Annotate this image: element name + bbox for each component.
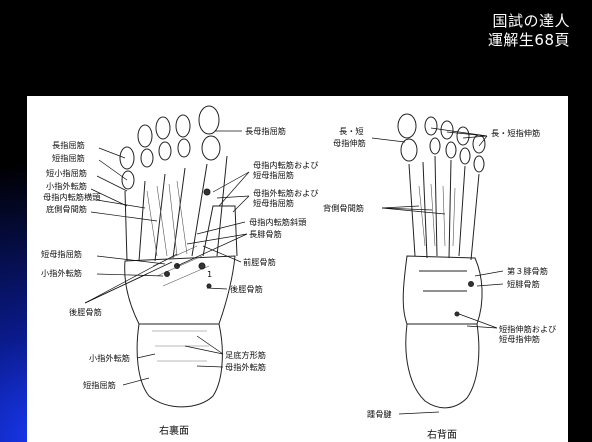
- label-abd-hallucis: 母指外転筋: [225, 362, 266, 372]
- label-adm-bottom: 小指外転筋: [89, 353, 130, 363]
- label-abd-fhb-1: 母指外転筋および: [253, 188, 319, 198]
- label-add-fhb-1: 母指内転筋および: [253, 160, 319, 170]
- foot-diagram-svg: 長母指屈筋 長指屈筋 短指屈筋 短小指屈筋 小指外転筋 母指内転筋横頭 底側骨間…: [41, 105, 556, 441]
- label-adm-top: 小指外転筋: [46, 181, 87, 191]
- plantar-foot-drawing: [119, 105, 238, 408]
- label-tibialis-anterior: 前脛骨筋: [243, 257, 276, 267]
- caption-dorsal: 右背面: [427, 428, 457, 441]
- label-ed: 長・短指伸筋: [491, 128, 540, 138]
- plantar-leader-lines: [84, 130, 250, 386]
- label-add-fhb-2: 短母指屈筋: [253, 170, 294, 180]
- label-peroneus-tertius: 第３腓骨筋: [507, 266, 548, 276]
- label-tibialis-posterior-left: 後脛骨筋: [69, 307, 102, 317]
- label-fhl: 長母指屈筋: [245, 126, 286, 136]
- label-fhb: 短母指屈筋: [41, 249, 82, 259]
- label-fdmb: 短小指屈筋: [46, 168, 87, 178]
- caption-plantar: 右裏面: [159, 424, 189, 437]
- label-add-trans: 母指内転筋横頭: [43, 192, 100, 202]
- foot-muscle-figure: 長母指屈筋 長指屈筋 短指屈筋 短小指屈筋 小指外転筋 母指内転筋横頭 底側骨間…: [27, 96, 568, 442]
- label-ehl-2: 母指伸筋: [333, 138, 366, 148]
- slide-title: 国試の達人 運解生68頁: [488, 12, 570, 50]
- label-fdb-bottom: 短指屈筋: [83, 380, 116, 390]
- title-line-2: 運解生68頁: [487, 31, 570, 49]
- label-fdl: 長指屈筋: [52, 140, 85, 150]
- label-adm-mid: 小指外転筋: [41, 268, 82, 278]
- label-edb-1: 短指伸筋および: [499, 324, 556, 334]
- label-tibialis-posterior-right: 後脛骨筋: [230, 284, 263, 294]
- dorsal-leader-lines: [371, 127, 504, 415]
- label-marker: 1: [207, 269, 212, 279]
- label-add-oblique: 母指内転筋斜頭: [249, 217, 306, 227]
- label-edb-2: 短母指伸筋: [499, 334, 540, 344]
- title-line-1: 国試の達人: [492, 12, 570, 30]
- label-ehl-1: 長・短: [339, 126, 364, 136]
- label-quadratus-plantae: 足底方形筋: [225, 350, 266, 360]
- label-peroneus-longus: 長腓骨筋: [249, 229, 282, 239]
- label-dorsal-interossei: 背側骨間筋: [323, 203, 364, 213]
- dorsal-foot-drawing: [397, 113, 486, 409]
- label-achilles: 踵骨腱: [367, 409, 392, 419]
- label-fdb-top: 短指屈筋: [52, 153, 85, 163]
- label-peroneus-brevis: 短腓骨筋: [507, 279, 540, 289]
- label-plantar-interossei: 底側骨間筋: [46, 204, 87, 214]
- label-abd-fhb-2: 短母指屈筋: [253, 198, 294, 208]
